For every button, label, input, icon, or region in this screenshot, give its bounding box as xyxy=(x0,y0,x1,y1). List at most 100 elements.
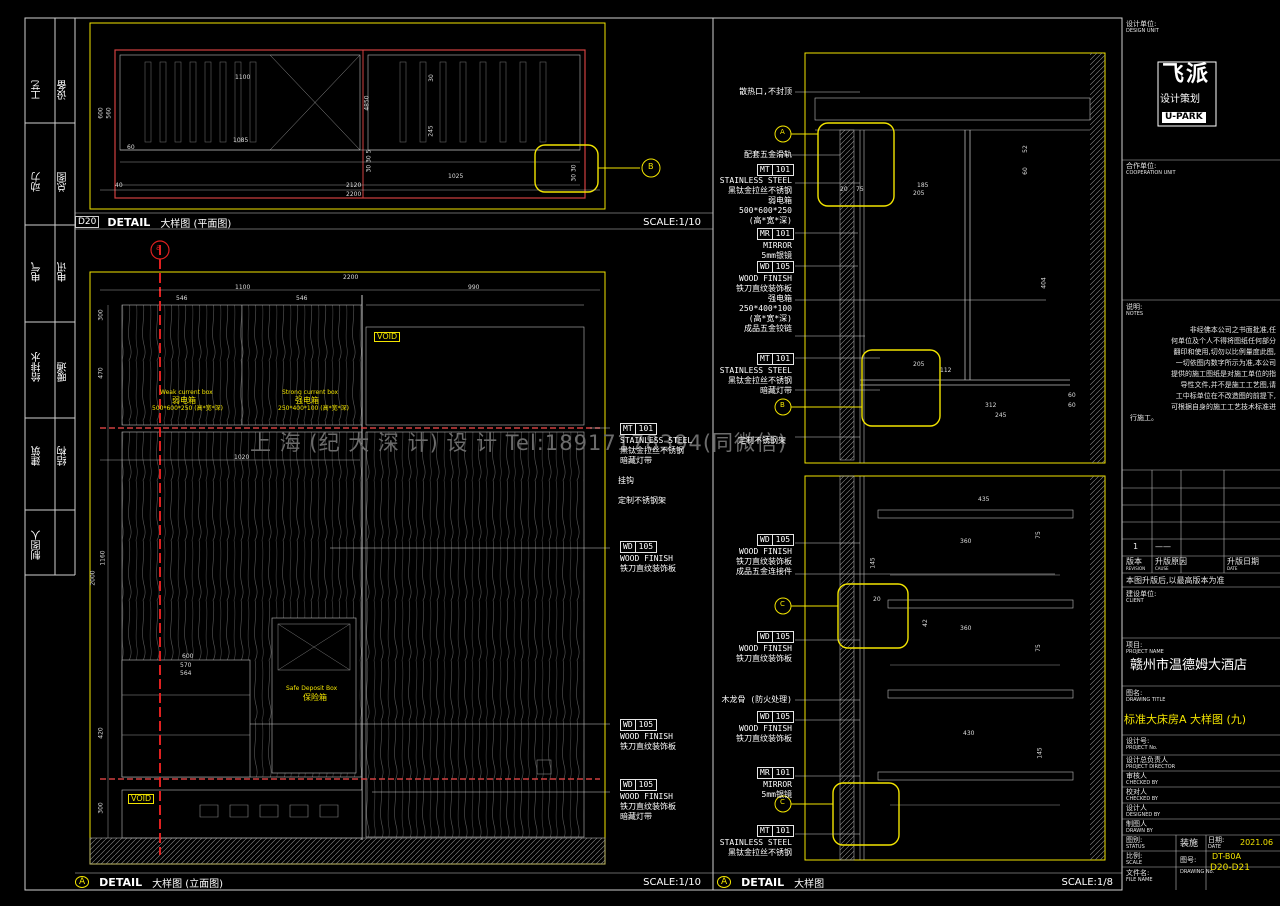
scale-value: DT-B0A xyxy=(1212,852,1241,861)
section-dim: 404 xyxy=(1040,277,1048,289)
notes-line: 行施工。 xyxy=(1130,414,1158,422)
project-label: 项目: xyxy=(1126,641,1143,649)
drawing-title-label: 图名: xyxy=(1126,689,1143,697)
void-label: VOID xyxy=(128,794,155,804)
material-number: 101 xyxy=(772,228,795,240)
revision-note: 本图升版后,以最高版本为准 xyxy=(1126,576,1225,585)
note-line: 暗藏灯带 xyxy=(760,386,792,395)
section-dim: 42 xyxy=(921,619,929,627)
section-dim: 360 xyxy=(960,625,972,632)
section-note-text: STAINLESS STEEL 黑钛金拉丝不锈钢 xyxy=(720,838,792,858)
note-line: 5mm银镜 xyxy=(761,790,792,799)
date-value: 2021.06 xyxy=(1240,838,1274,847)
drawing-no-en: DRAWING No. xyxy=(1180,869,1215,875)
material-code: WD xyxy=(757,711,773,723)
section-dim: 75 xyxy=(856,186,864,193)
void-label: VOID xyxy=(374,332,401,342)
plan-dim: 2120 xyxy=(346,182,362,189)
material-number: 105 xyxy=(772,711,795,723)
scale-label: 比例: xyxy=(1126,852,1143,860)
section-note-text: STAINLESS STEEL 黑钛金拉丝不锈钢 暗藏灯带 xyxy=(720,366,792,396)
strip-label-jianzhu: 建筑 xyxy=(32,446,43,466)
note-line: 铁刀直纹装饰板 xyxy=(620,742,676,751)
rev-label-version-en: REVISION xyxy=(1126,566,1146,571)
material-number: 101 xyxy=(772,767,795,779)
checked-en: CHECKED BY xyxy=(1126,780,1158,786)
elev-dim: 1160 xyxy=(99,550,107,566)
strong-box-cn: 强电箱 xyxy=(295,396,319,405)
section-dim: 205 xyxy=(913,190,925,197)
design-unit-en: DESIGN UNIT xyxy=(1126,28,1159,34)
status-label: 图别: xyxy=(1126,836,1143,844)
section-title-bar: A DETAIL 大样图 SCALE:1/8 xyxy=(717,875,1117,890)
elev-note-text: WOOD FINISH 铁刀直纹装饰板 xyxy=(620,554,676,574)
plan-dim: 30 30 xyxy=(570,164,578,182)
material-code: WD xyxy=(620,719,636,731)
rev-label-date: 升版日期 xyxy=(1227,557,1259,566)
notes-line: 何单位及个人不得将图纸任何部分 xyxy=(1171,337,1276,345)
material-number: 101 xyxy=(772,353,795,365)
plan-dim: 4850 xyxy=(363,95,371,111)
note-line: 铁刀直纹装饰板 xyxy=(736,557,792,566)
scale-en: SCALE xyxy=(1126,860,1143,866)
revision-dash: —— xyxy=(1155,542,1171,551)
section-note-text: MIRROR 5mm银镜 xyxy=(762,241,792,261)
elev-dim: 1100 xyxy=(235,284,251,291)
elev-dim: 546 xyxy=(176,295,188,302)
material-number: 101 xyxy=(772,825,795,837)
note-line: 暗藏灯带 xyxy=(620,456,652,465)
section-note-text: 定制不锈钢架 xyxy=(738,436,786,445)
plan-dim: 30 30 5 xyxy=(365,149,373,173)
strip-label-nuantong: 暖通 xyxy=(58,362,69,382)
section-scale: SCALE:1/8 xyxy=(1061,876,1113,888)
drawing-no: D20-D21 xyxy=(1210,863,1251,873)
section-dim: 245 xyxy=(995,412,1007,419)
plan-dim: 560 xyxy=(105,107,113,119)
elev-dim: 300 xyxy=(97,802,105,814)
elev-title-bar: A DETAIL 大样图 (立面图) SCALE:1/10 xyxy=(75,875,705,890)
plan-scale: SCALE:1/10 xyxy=(643,216,701,228)
note-line: 500*600*250 xyxy=(739,206,792,215)
plan-title-code: D20 xyxy=(75,216,100,228)
section-dim: 75 xyxy=(1034,644,1042,652)
material-code: MT xyxy=(757,353,773,365)
rev-label-date-en: DATE xyxy=(1227,566,1238,571)
section-mark-a: a xyxy=(156,243,161,252)
section-dim: 20 xyxy=(873,596,881,603)
material-code: WD xyxy=(757,261,773,273)
plan-title: DETAIL xyxy=(107,215,151,229)
section-note-text: WOOD FINISH 铁刀直纹装饰板 xyxy=(736,644,792,664)
note-line: 铁刀直纹装饰板 xyxy=(736,654,792,663)
note-line: 强电箱 xyxy=(768,294,792,303)
notes-line: 提供的施工图纸是对施工单位的指 xyxy=(1171,370,1276,378)
elev-dim: 570 xyxy=(180,662,192,669)
callout-label: B xyxy=(780,401,785,409)
section-dim: 185 xyxy=(917,182,929,189)
logo-cn: 设计策划 xyxy=(1160,94,1200,105)
note-line: (高*宽*深) xyxy=(748,314,792,323)
note-line: WOOD FINISH xyxy=(739,724,792,733)
elev-dim: 2200 xyxy=(343,274,359,281)
material-number: 105 xyxy=(772,631,795,643)
material-number: 105 xyxy=(635,779,658,791)
plan-dim: 245 xyxy=(427,125,435,137)
strip-label-geipaishui: 给排水 xyxy=(32,352,43,382)
section-note-text: WOOD FINISH 铁刀直纹装饰板 成品五金连接件 xyxy=(736,547,792,577)
elev-note-text: WOOD FINISH 铁刀直纹装饰板 暗藏灯带 xyxy=(620,792,676,822)
elev-dim: 564 xyxy=(180,670,192,677)
elev-note-text: 定制不锈钢架 xyxy=(618,496,666,505)
elev-note-text: WOOD FINISH 铁刀直纹装饰板 xyxy=(620,732,676,752)
section-dim: 145 xyxy=(1036,747,1044,759)
note-line: 弱电箱 xyxy=(768,196,792,205)
note-line: 黑钛金拉丝不锈钢 xyxy=(620,446,684,455)
plan-title-bar: D20 DETAIL 大样图 (平面图) SCALE:1/10 xyxy=(75,215,705,230)
drawing-title-en: DRAWING TITLE xyxy=(1126,697,1166,703)
section-dim: 360 xyxy=(960,538,972,545)
material-code: MR xyxy=(757,767,773,779)
note-line: 铁刀直纹装饰板 xyxy=(736,734,792,743)
plan-title-cn: 大样图 (平面图) xyxy=(160,218,232,230)
